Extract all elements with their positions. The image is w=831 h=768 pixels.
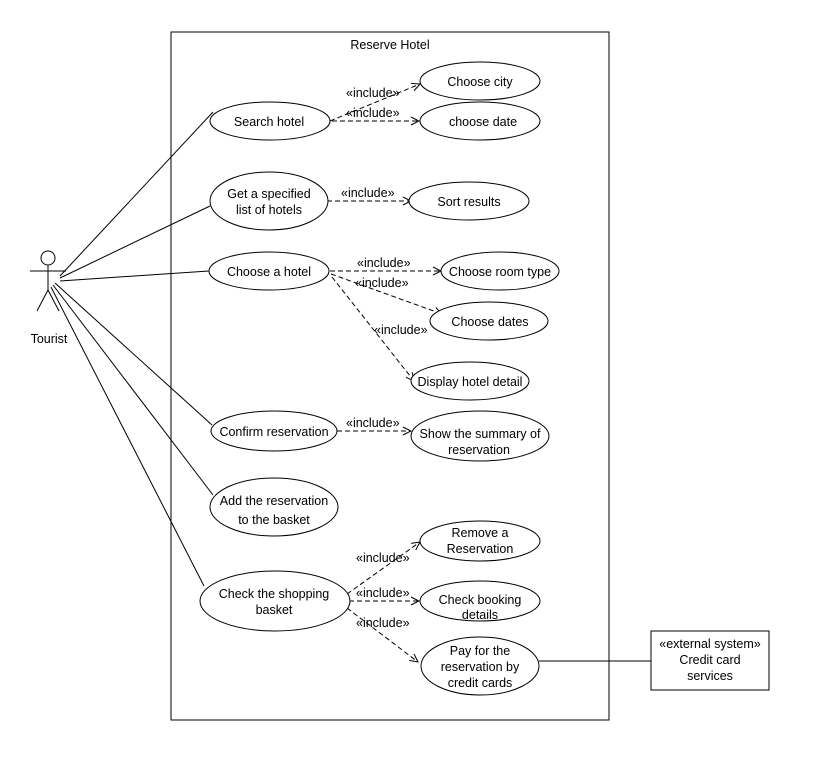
use-case-label: reservation by: [441, 660, 520, 674]
use-case-check-basket[interactable]: Check the shopping basket: [199, 570, 351, 632]
include-label: «include»: [346, 106, 400, 120]
include-pay: [346, 607, 418, 662]
use-case-pay-credit-card[interactable]: Pay for the reservation by credit cards: [420, 636, 540, 696]
use-case-label: credit cards: [448, 676, 513, 690]
use-case-label: Check booking: [439, 593, 522, 607]
use-case-choose-city[interactable]: Choose city: [419, 61, 541, 101]
include-label: «include»: [356, 586, 410, 600]
use-case-display-hotel-detail[interactable]: Display hotel detail: [410, 361, 530, 401]
system-title: Reserve Hotel: [350, 38, 429, 52]
include-remove: [346, 542, 420, 595]
use-case-choose-hotel[interactable]: Choose a hotel: [208, 251, 330, 291]
system-boundary: [170, 31, 610, 721]
use-case-confirm-reservation[interactable]: Confirm reservation: [210, 410, 338, 452]
use-case-remove-reservation[interactable]: Remove a Reservation: [419, 520, 541, 562]
use-case-label: list of hotels: [236, 203, 302, 217]
use-case-label: Choose a hotel: [227, 265, 311, 279]
use-case-label: Get a specified: [227, 187, 310, 201]
use-case-label: choose date: [449, 115, 517, 129]
use-case-label: Show the summary of: [420, 427, 541, 441]
include-dependencies: [327, 84, 442, 662]
use-case-label: Pay for the: [450, 644, 510, 658]
include-label: «include»: [346, 86, 400, 100]
include-detail: [331, 276, 414, 381]
actor-head: [40, 250, 56, 266]
use-case-label: Choose dates: [451, 315, 528, 329]
include-label: «include»: [346, 416, 400, 430]
use-case-choose-room-type[interactable]: Choose room type: [440, 251, 560, 291]
use-case-label: Choose room type: [449, 265, 551, 279]
include-label: «include»: [356, 551, 410, 565]
associations: [50, 111, 651, 662]
use-case-label: Display hotel detail: [418, 375, 523, 389]
include-label: «include»: [341, 186, 395, 200]
use-case-add-to-basket[interactable]: Add the reservation to the basket: [209, 477, 339, 537]
use-case-search-hotel[interactable]: Search hotel: [209, 101, 331, 141]
use-case-label: details: [462, 608, 498, 622]
use-case-label: basket: [256, 603, 293, 617]
external-system-credit-card[interactable]: «external system» Credit card services: [650, 630, 770, 691]
use-case-label: Search hotel: [234, 115, 304, 129]
external-stereotype: «external system»: [659, 637, 760, 651]
assoc-check-basket: [50, 286, 205, 587]
include-label: «include»: [356, 616, 410, 630]
assoc-choose-hotel: [59, 270, 210, 282]
include-label: «include»: [355, 276, 409, 290]
actor-label: Tourist: [31, 332, 68, 346]
use-case-show-summary[interactable]: Show the summary of reservation: [410, 410, 550, 462]
use-case-label: Check the shopping: [219, 587, 330, 601]
assoc-get-list: [59, 205, 211, 279]
actor-left-leg: [36, 289, 49, 312]
use-case-label: Remove a: [452, 526, 509, 540]
assoc-search-hotel: [59, 111, 214, 277]
external-name: Credit card: [679, 653, 740, 667]
assoc-confirm: [54, 282, 213, 426]
use-case-label: Choose city: [447, 75, 513, 89]
actor-right-leg: [47, 289, 60, 312]
use-case-label: Sort results: [437, 195, 500, 209]
assoc-add-basket: [52, 284, 214, 496]
include-labels: «include» «include» «include» «include» …: [341, 86, 428, 630]
include-dates: [330, 273, 442, 314]
use-case-choose-dates[interactable]: Choose dates: [429, 301, 549, 341]
use-case-check-booking[interactable]: Check booking details: [419, 580, 541, 622]
external-name: services: [687, 669, 733, 683]
include-city: [329, 84, 420, 122]
use-case-label: to the basket: [238, 513, 310, 527]
use-case-label: Confirm reservation: [219, 425, 328, 439]
use-case-label: Reservation: [447, 542, 514, 556]
use-case-label: reservation: [448, 443, 510, 457]
include-label: «include»: [357, 256, 411, 270]
use-case-get-list[interactable]: Get a specified list of hotels: [209, 171, 329, 231]
use-case-label: Add the reservation: [220, 494, 328, 508]
actor-tourist: Tourist: [30, 250, 68, 346]
include-label: «include»: [374, 323, 428, 337]
use-case-sort-results[interactable]: Sort results: [408, 181, 530, 221]
use-case-choose-date[interactable]: choose date: [419, 101, 541, 141]
